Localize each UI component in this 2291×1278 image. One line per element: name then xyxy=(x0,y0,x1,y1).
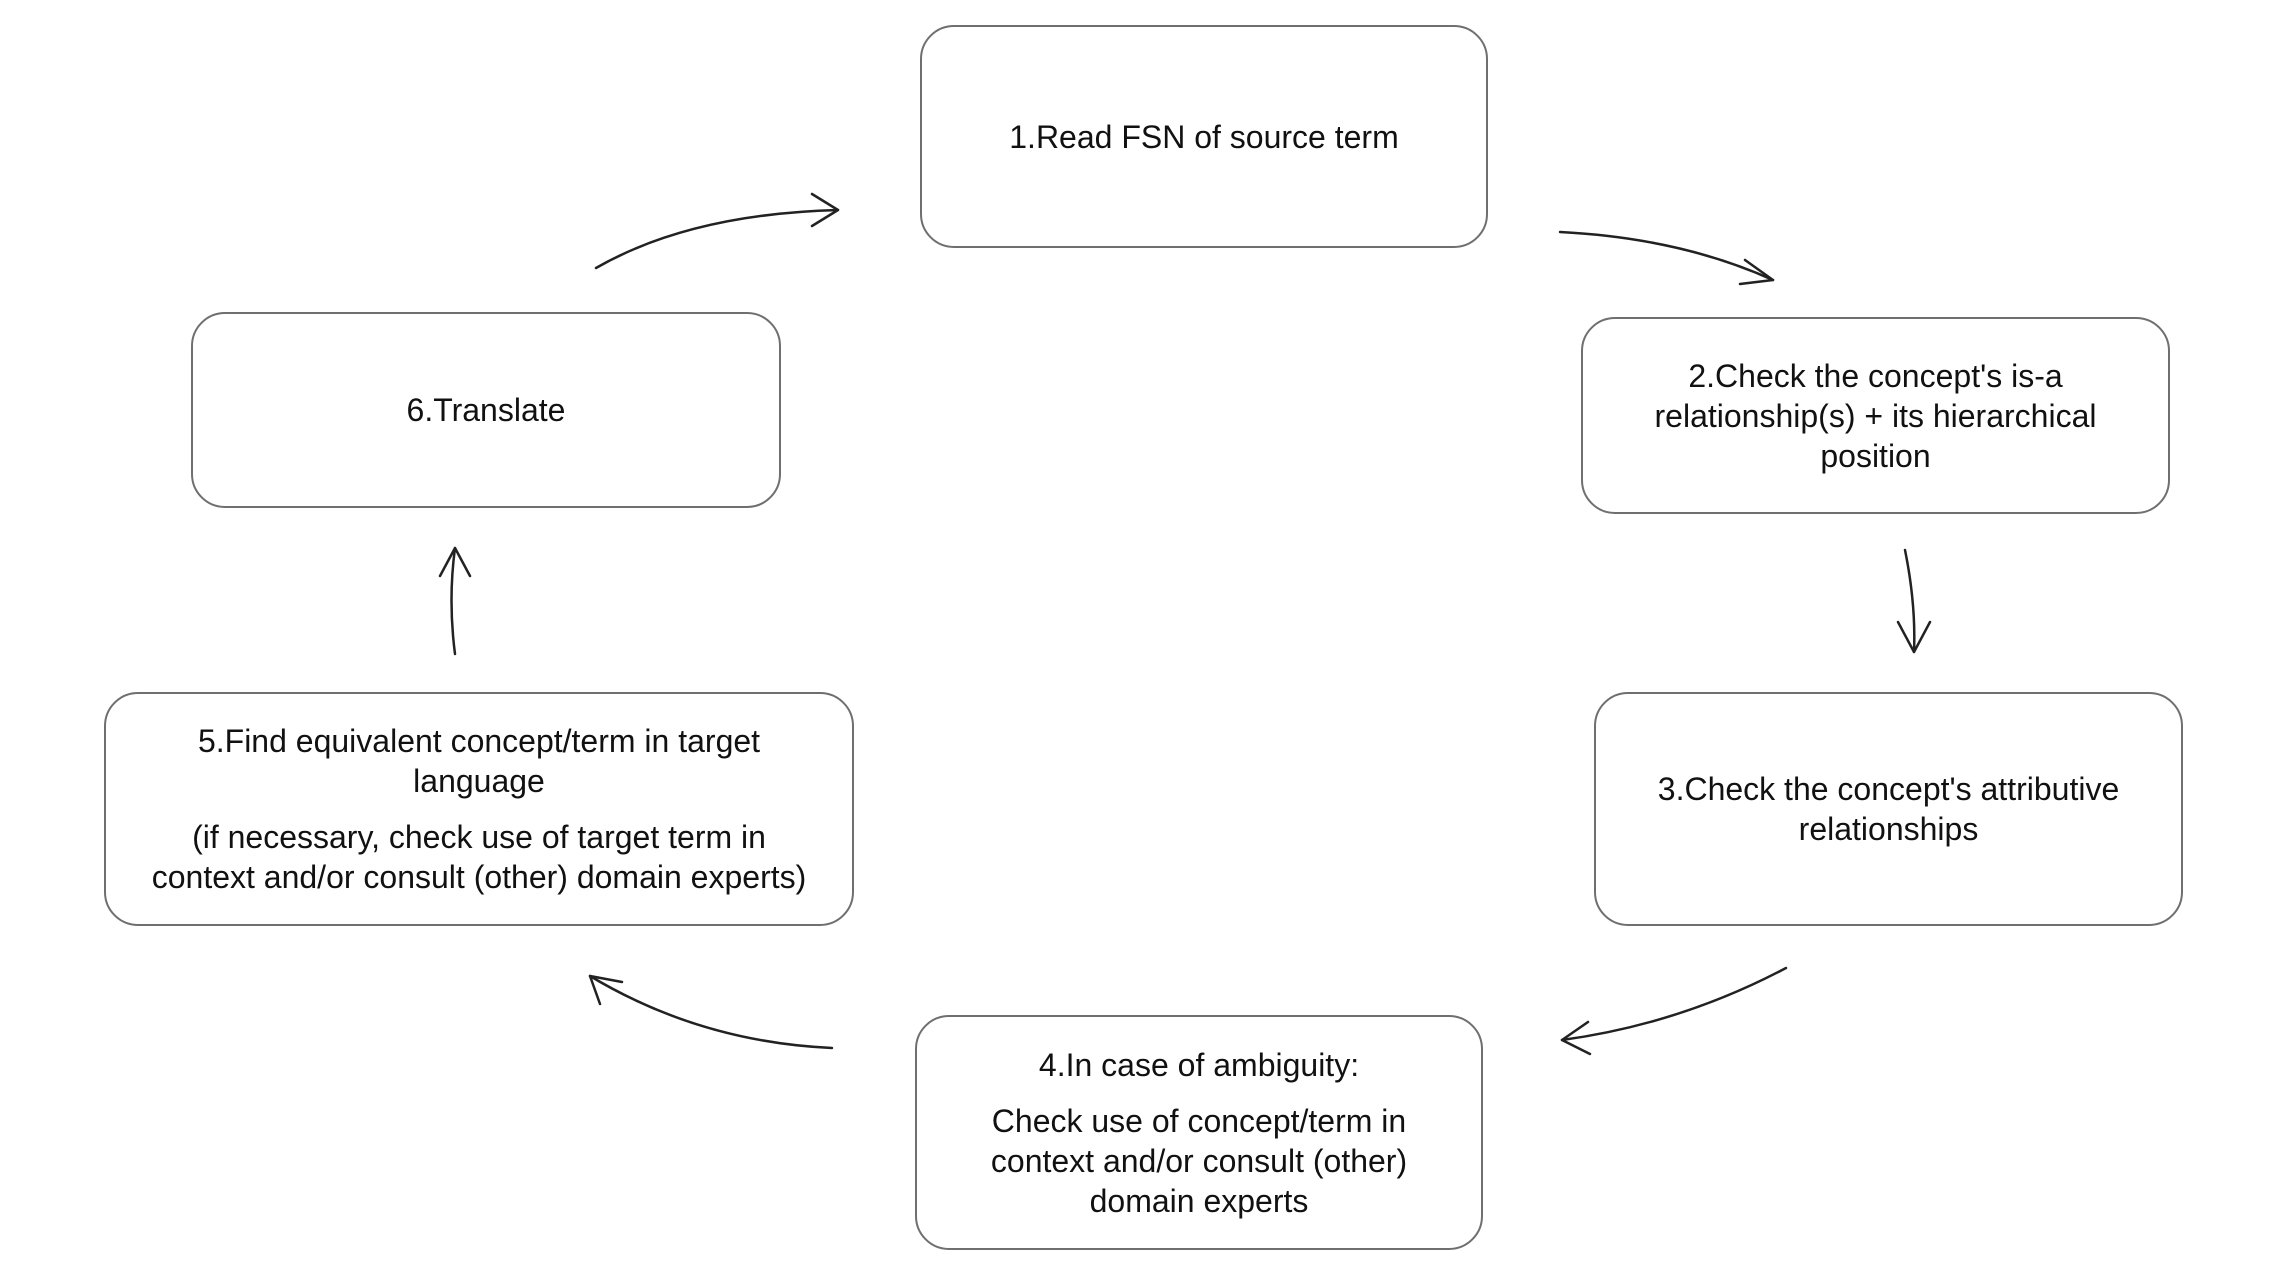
step-3-box: 3.Check the concept's attributive relati… xyxy=(1594,692,2183,926)
step-5-line-2: language xyxy=(413,763,545,799)
arrowhead-2-to-3 xyxy=(1896,620,1932,654)
step-2-line-2: relationship(s) + its hierarchical xyxy=(1654,397,2097,434)
arrowhead-5-to-6 xyxy=(438,546,472,578)
arrow-4-to-5 xyxy=(588,974,834,1050)
step-4-box: 4.In case of ambiguity: Check use of con… xyxy=(915,1015,1483,1250)
step-5-box: 5.Find equivalent concept/term in target… xyxy=(104,692,854,926)
arrow-1-to-2 xyxy=(1558,230,1775,282)
arrow-6-to-1 xyxy=(594,208,840,270)
step-2-box: 2.Check the concept's is-a relationship(… xyxy=(1581,317,2170,514)
arrowhead-1-to-2 xyxy=(1738,258,1775,286)
arrowhead-6-to-1 xyxy=(810,192,840,228)
step-1-text: 1.Read FSN of source term xyxy=(1009,118,1399,155)
step-6-text: 6.Translate xyxy=(406,392,566,428)
step-4-heading: 4.In case of ambiguity: xyxy=(1038,1046,1360,1083)
arrow-2-to-3 xyxy=(1903,548,1916,654)
step-2-line-1: 2.Check the concept's is-a xyxy=(1688,357,2063,394)
step-6-box: 6.Translate xyxy=(191,312,781,508)
arrow-3-to-4 xyxy=(1560,966,1788,1042)
arrowhead-4-to-5 xyxy=(588,974,624,1006)
step-5-line-1: 5.Find equivalent concept/term in target xyxy=(197,723,761,759)
step-3-line-2: relationships xyxy=(1798,811,1979,847)
step-4-detail-3: domain experts xyxy=(1089,1182,1309,1219)
step-4-detail-2: context and/or consult (other) xyxy=(990,1142,1408,1179)
step-4-detail-1: Check use of concept/term in xyxy=(991,1102,1407,1139)
step-2-line-3: position xyxy=(1820,437,1931,474)
step-5-detail-2: context and/or consult (other) domain ex… xyxy=(151,859,807,895)
step-3-line-1: 3.Check the concept's attributive xyxy=(1657,771,2120,807)
step-5-detail-1: (if necessary, check use of target term … xyxy=(192,819,766,855)
arrow-5-to-6 xyxy=(450,546,457,656)
arrowhead-3-to-4 xyxy=(1560,1020,1592,1056)
step-1-box: 1.Read FSN of source term xyxy=(920,25,1488,248)
